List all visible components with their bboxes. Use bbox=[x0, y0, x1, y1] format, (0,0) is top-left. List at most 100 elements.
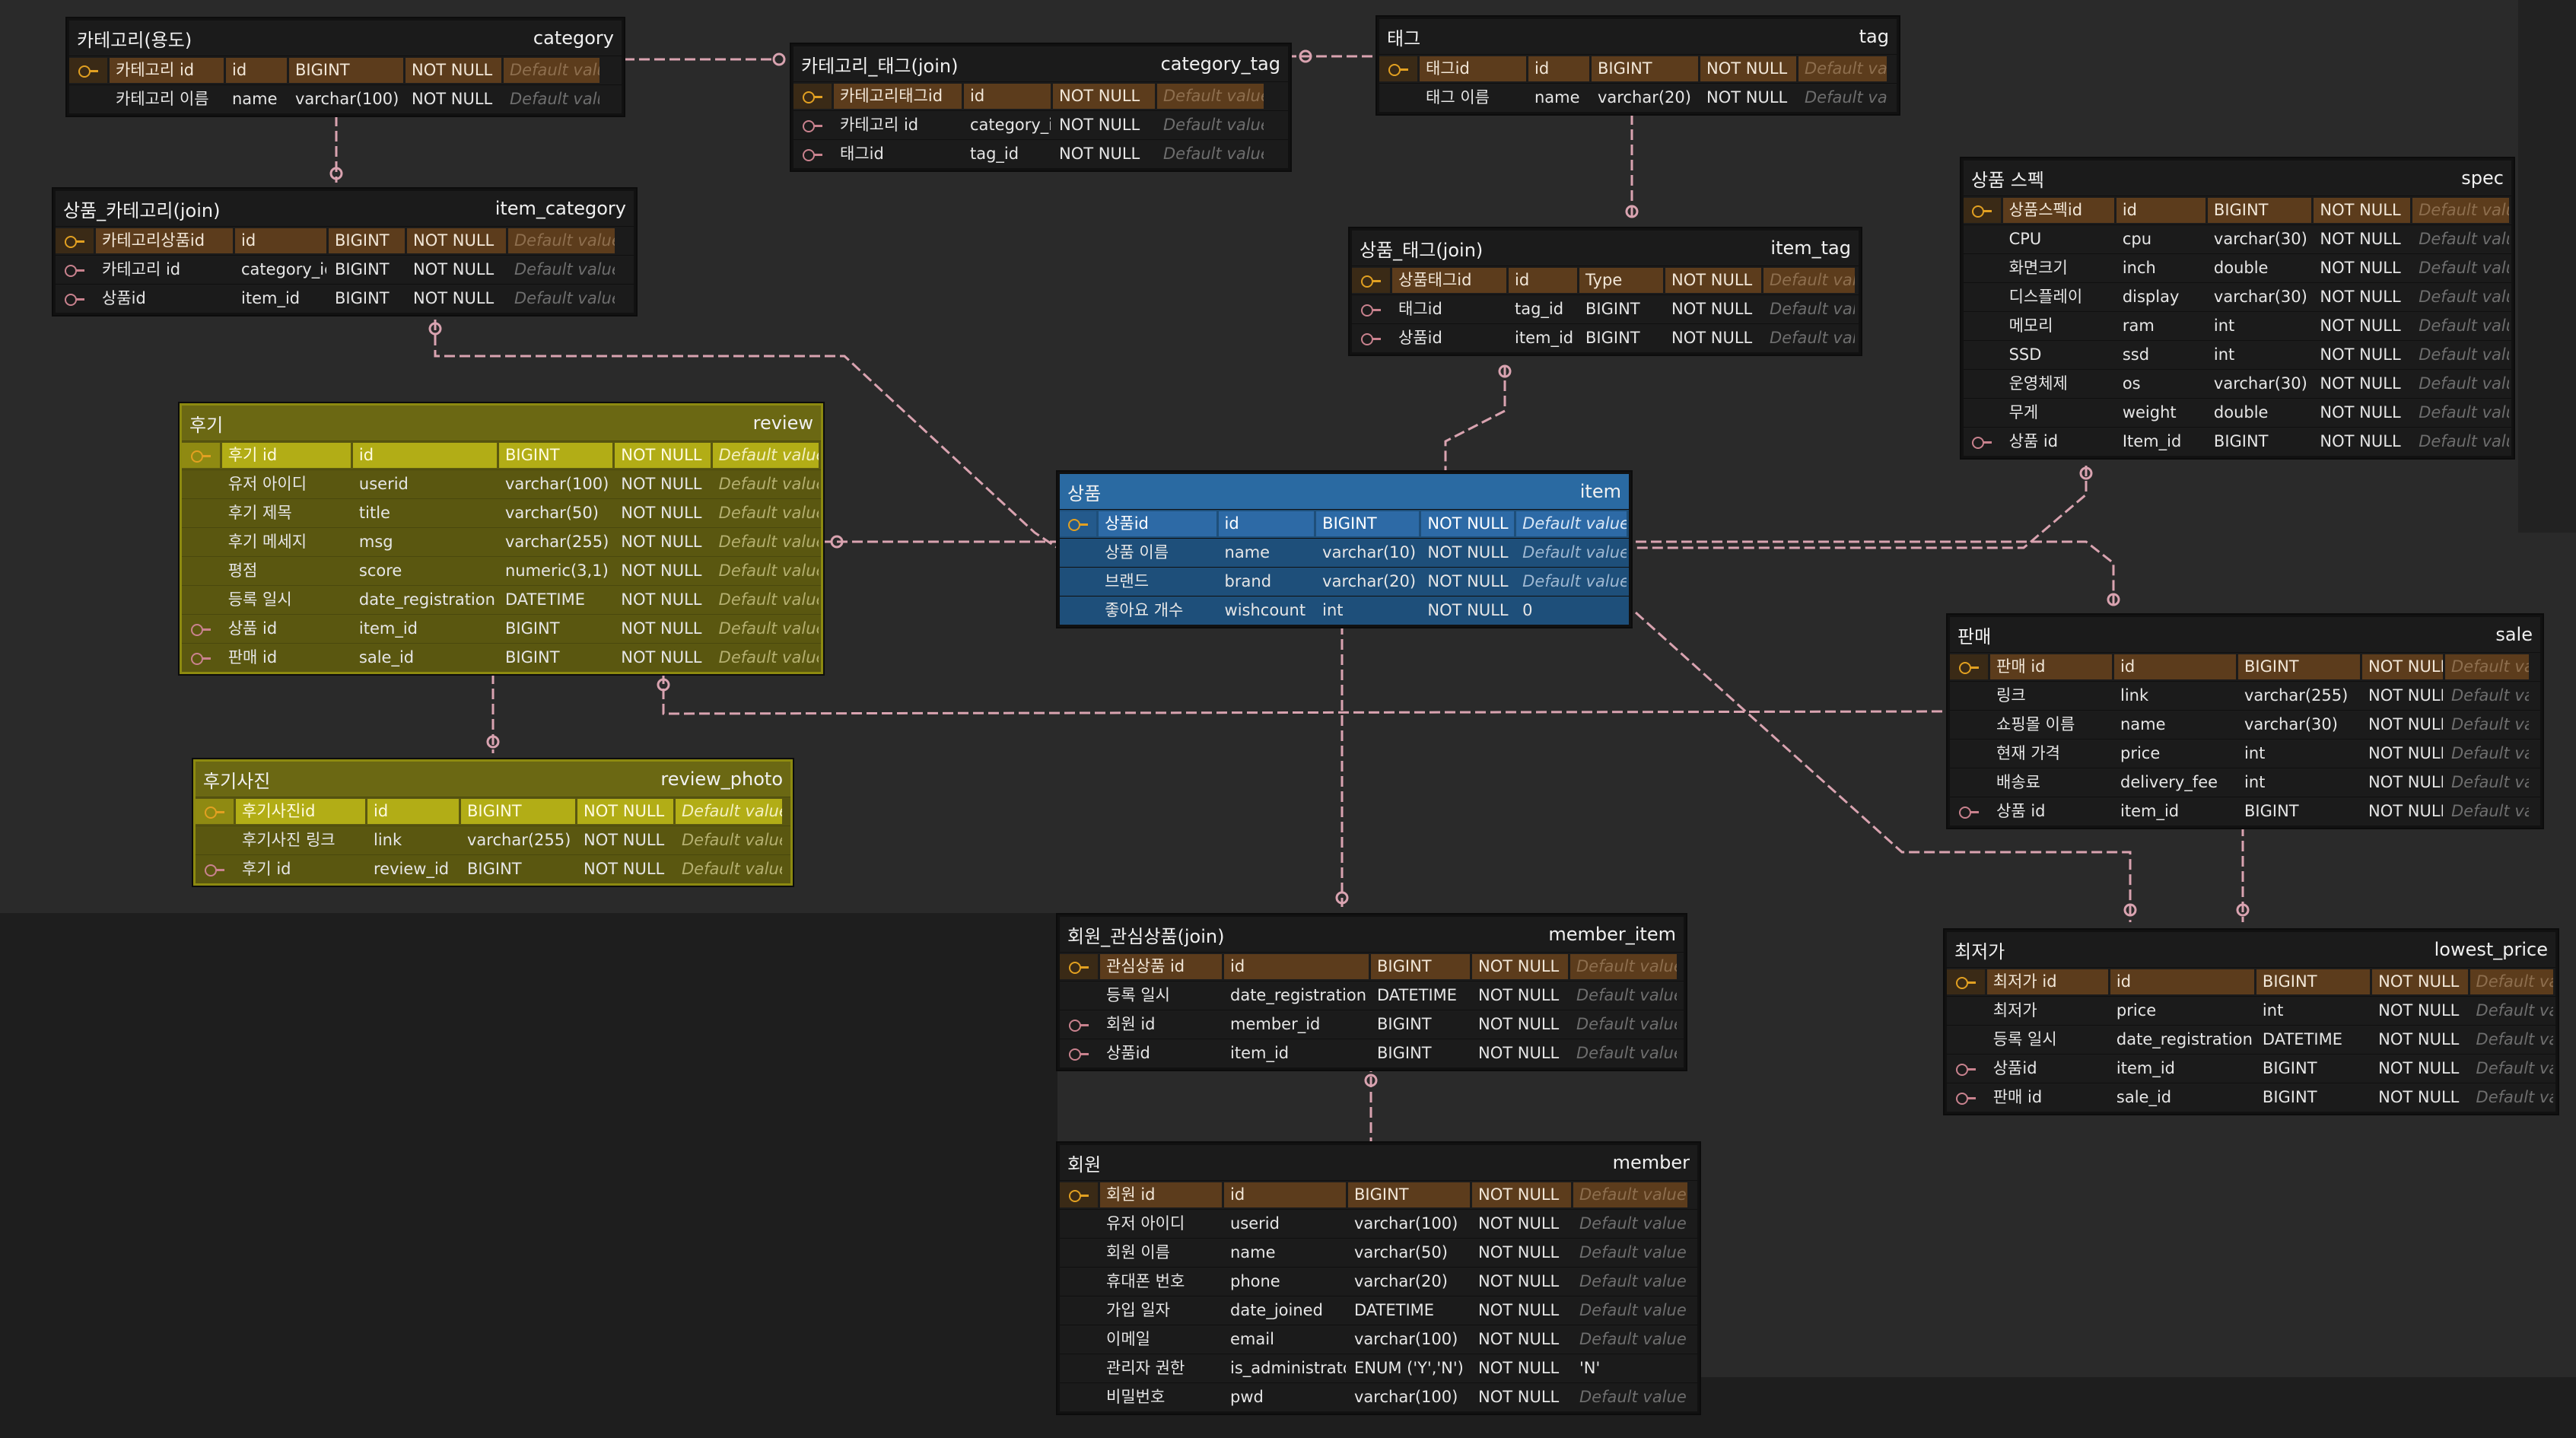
column-label: 상품id bbox=[1398, 329, 1442, 347]
column-label: 이메일 bbox=[1106, 1330, 1150, 1348]
table-header[interactable]: 상품_카테고리(join)item_category bbox=[56, 191, 634, 226]
primary-key-icon bbox=[803, 91, 822, 103]
column-default: Default value bbox=[1163, 145, 1264, 163]
key-cell bbox=[1950, 654, 1988, 679]
table-header[interactable]: 카테고리_태그(join)category_tag bbox=[793, 46, 1288, 81]
column-type: varchar(30) bbox=[2213, 288, 2307, 306]
column-default: Default value bbox=[1579, 1301, 1687, 1319]
column-null: NOT NULL bbox=[621, 504, 702, 522]
column-type: BIGINT bbox=[467, 860, 522, 878]
table-header[interactable]: 회원_관심상품(join)member_item bbox=[1060, 917, 1684, 952]
foreign-key-icon bbox=[205, 864, 224, 876]
table-header[interactable]: 카테고리(용도)category bbox=[69, 21, 622, 56]
column-name: link bbox=[2120, 686, 2149, 705]
column-name: date_registration bbox=[1230, 986, 1367, 1004]
table-title-en: item_tag bbox=[1770, 237, 1851, 259]
table-header[interactable]: 상품_태그(join)item_tag bbox=[1352, 231, 1859, 266]
